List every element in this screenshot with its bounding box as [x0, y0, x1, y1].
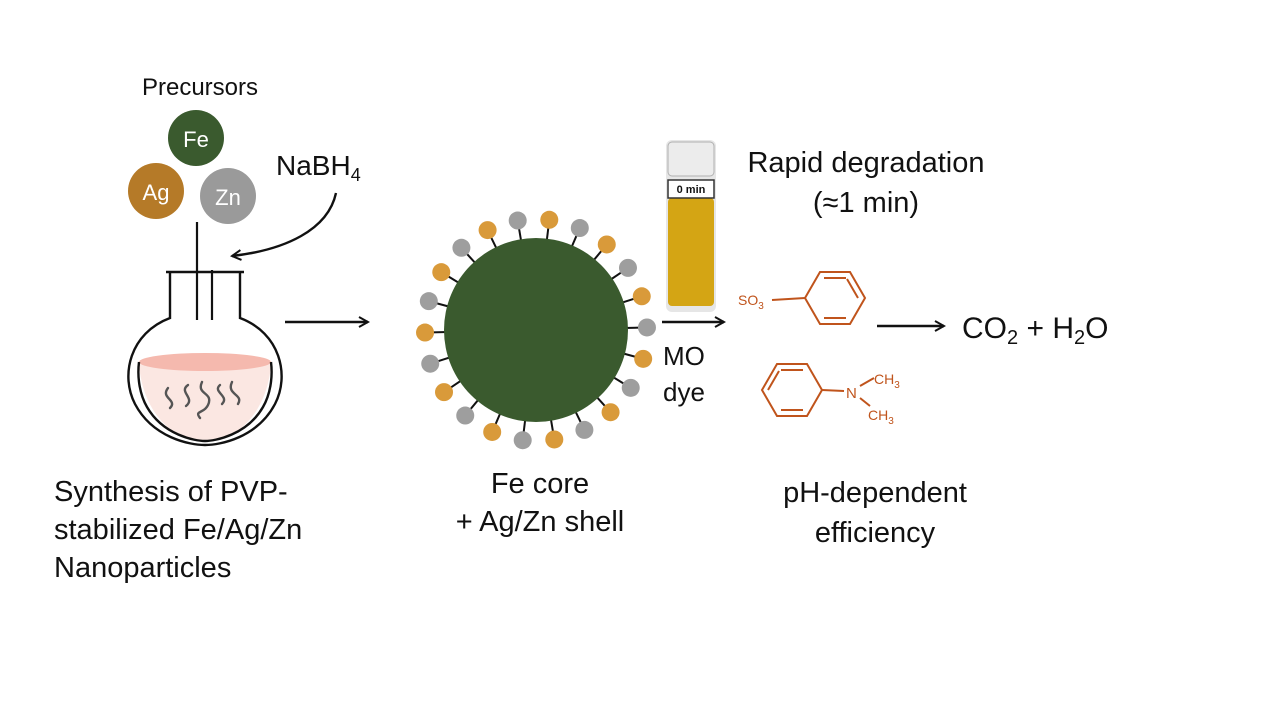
- precursor-ag: Ag: [128, 163, 184, 219]
- vial-time-label: 0 min: [677, 184, 706, 196]
- zn-atom: [456, 406, 475, 425]
- reducing-agent-label: NaBH4: [276, 150, 361, 185]
- zn-atom: [575, 420, 594, 439]
- dye-vial: 0 min: [666, 140, 716, 312]
- zn-atom: [508, 211, 527, 230]
- ag-atom: [435, 383, 454, 402]
- efficiency-label: pH-dependent efficiency: [735, 473, 1015, 553]
- methyl-label-b: CH3: [868, 407, 894, 427]
- zn-atom: [637, 318, 656, 337]
- so3-label: SO3: [738, 292, 764, 312]
- ag-atom: [540, 210, 559, 229]
- ag-atom: [597, 235, 616, 254]
- zn-atom: [618, 258, 637, 277]
- zn-atom: [513, 431, 532, 450]
- amine-n-label: N: [846, 385, 857, 402]
- ag-atom: [432, 263, 451, 282]
- precursor-zn: Zn: [200, 168, 256, 224]
- precursor-ag-label: Ag: [143, 180, 170, 205]
- precursors-title: Precursors: [141, 74, 259, 101]
- precursor-fe-label: Fe: [183, 127, 209, 152]
- zn-atom: [621, 378, 640, 397]
- precursor-fe: Fe: [168, 110, 224, 166]
- dye-label: MO dye: [663, 338, 723, 410]
- synthesis-label: Synthesis of PVP-stabilized Fe/Ag/Zn Nan…: [54, 476, 303, 584]
- products-label: CO2 + H2O: [962, 312, 1109, 349]
- core-shell-line2: + Ag/Zn shell: [455, 506, 625, 538]
- precursor-zn-label: Zn: [215, 185, 241, 210]
- degradation-line1: Rapid degradation: [747, 147, 985, 179]
- ag-atom: [483, 422, 502, 441]
- dye-line1: MO: [663, 341, 705, 371]
- zn-atom: [419, 292, 438, 311]
- degradation-label: Rapid degradation (≈1 min): [706, 143, 1026, 223]
- reaction-flask: [127, 222, 283, 447]
- polymer-strands-icon: [164, 380, 241, 420]
- reducing-agent-arrow: [232, 192, 338, 256]
- ag-atom: [416, 323, 435, 342]
- ag-atom: [632, 287, 651, 306]
- zn-atom: [452, 238, 471, 257]
- efficiency-line1: pH-dependent: [783, 477, 967, 509]
- shell-ligands: [416, 210, 656, 450]
- fe-core: [444, 238, 628, 422]
- ag-atom: [478, 221, 497, 240]
- efficiency-line2: efficiency: [814, 517, 936, 549]
- methyl-label-a: CH3: [874, 371, 900, 391]
- ag-atom: [601, 403, 620, 422]
- methyl-orange-molecule: SO3 N CH3 CH3: [738, 271, 900, 427]
- core-shell-label: Fe core + Ag/Zn shell: [420, 465, 660, 541]
- ag-atom: [634, 349, 653, 368]
- ag-atom: [545, 430, 564, 449]
- dye-line2: dye: [663, 377, 705, 407]
- zn-atom: [421, 354, 440, 373]
- zn-atom: [570, 219, 589, 238]
- degradation-line2: (≈1 min): [812, 187, 920, 219]
- core-shell-line1: Fe core: [490, 468, 590, 500]
